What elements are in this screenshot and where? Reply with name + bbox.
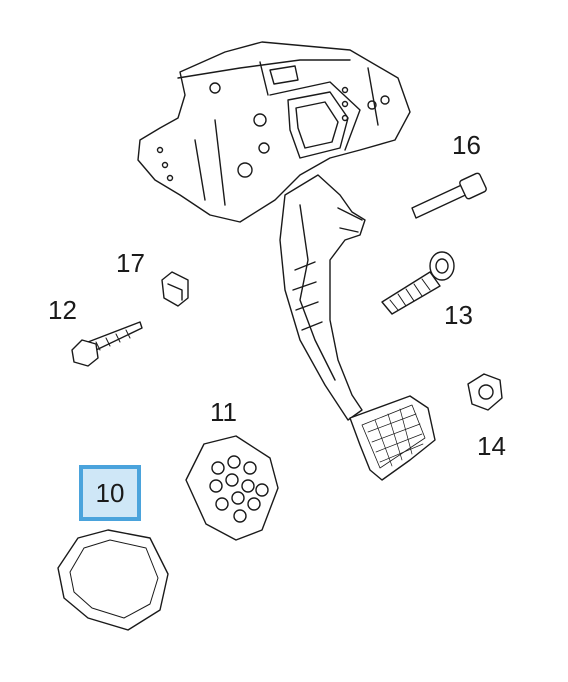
bolt-16 xyxy=(411,172,487,219)
callout-11: 11 xyxy=(210,397,237,427)
callout-14: 14 xyxy=(477,431,506,461)
clip-17 xyxy=(161,271,189,307)
callout-16: 16 xyxy=(452,130,481,160)
pedal-bracket xyxy=(137,41,411,223)
callout-13: 13 xyxy=(444,300,473,330)
bolt-13 xyxy=(381,251,455,315)
pedal-cover-10 xyxy=(57,529,169,631)
screw-12 xyxy=(71,321,143,367)
pad-11 xyxy=(185,435,279,541)
pedal-arm xyxy=(279,174,366,421)
nut-14 xyxy=(467,373,503,411)
pedal-pad xyxy=(349,395,436,481)
callout-17: 17 xyxy=(116,248,145,278)
callout-10-highlighted[interactable]: 10 xyxy=(79,465,141,521)
callout-12: 12 xyxy=(48,295,77,325)
